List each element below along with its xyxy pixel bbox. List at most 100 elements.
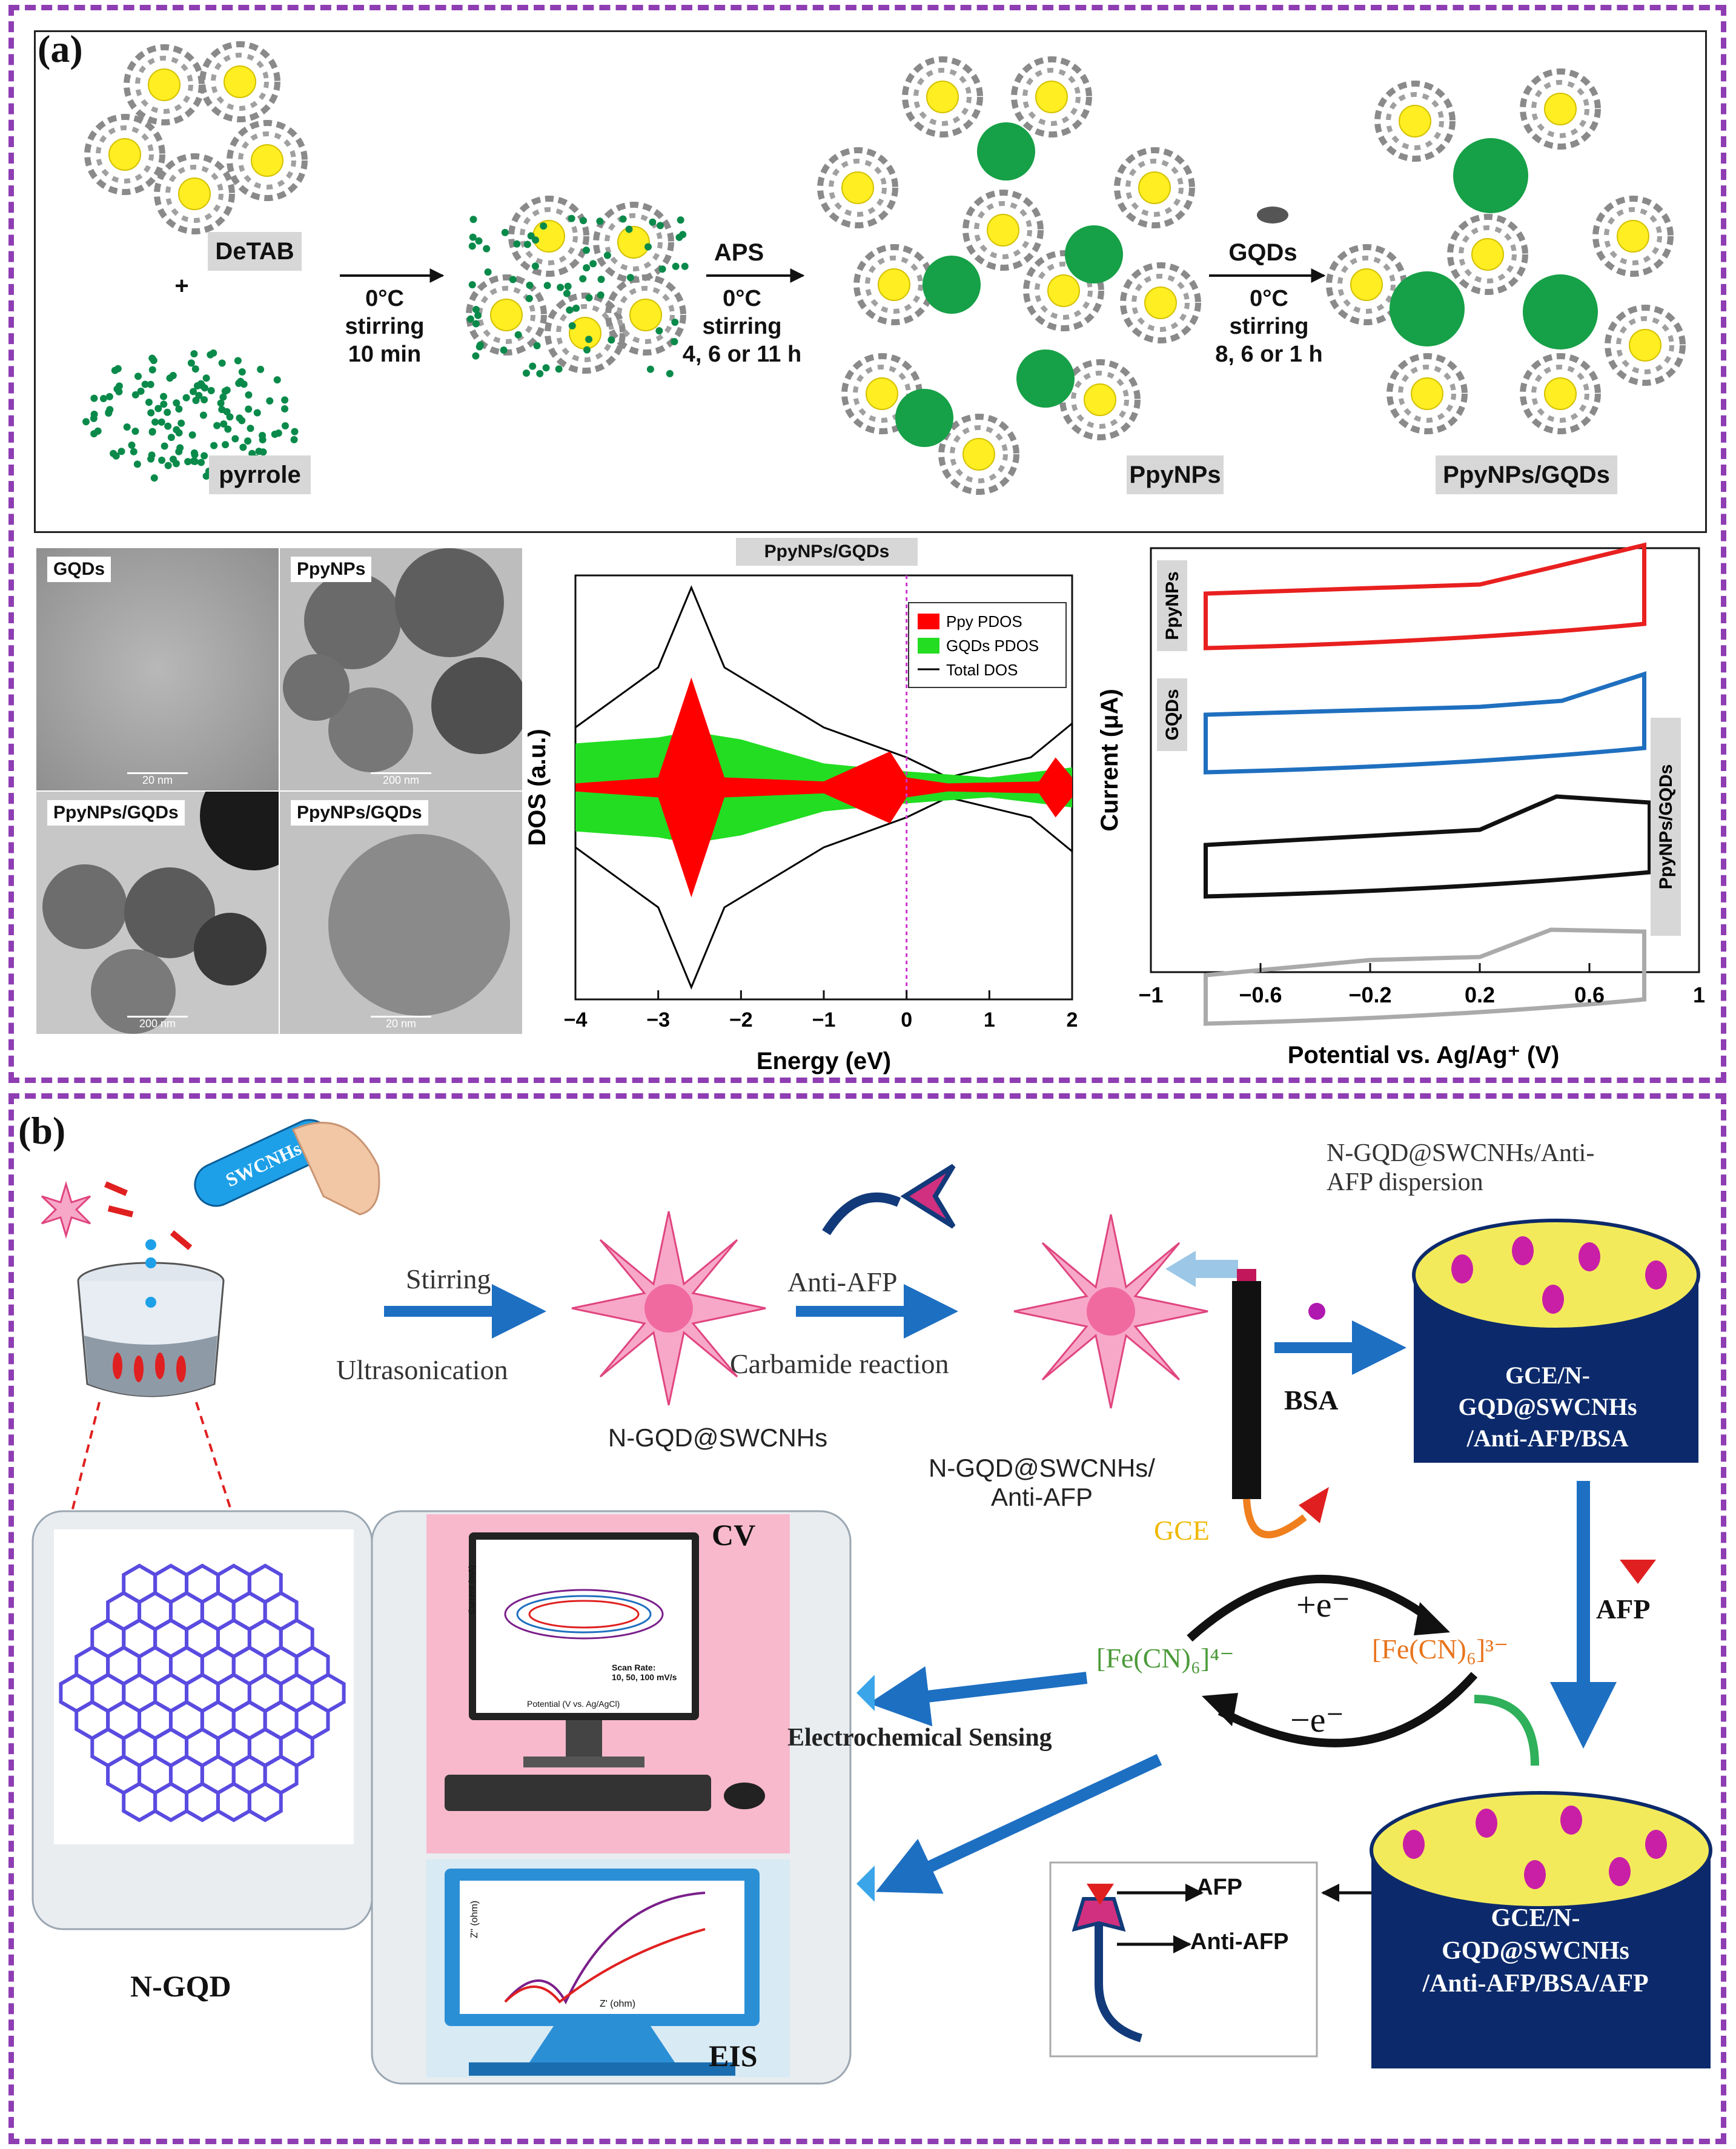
tem-ppynps-gqds-low: PpyNPs/GQDs 200 nm [36,792,279,1034]
condition-step-2: 0°C stirring 4, 6 or 11 h [660,285,824,368]
legend-ppy: Ppy PDOS [946,612,1022,631]
dos-ylabel: DOS (a.u.) [524,729,551,846]
tem-title-ppynps: PpyNPs [291,557,371,582]
dos-legend: Ppy PDOS GQDs PDOS Total DOS [909,603,1066,687]
dos-xtick: 2 [1067,1008,1078,1031]
intermediate-mixture [467,199,689,377]
legend-total: Total DOS [946,661,1018,679]
red-dashes [105,1184,190,1248]
star-conjugate [1014,1214,1208,1408]
swcnh-star-icon [42,1184,90,1236]
label-plus: + [167,273,197,300]
redox-arrow-bottom [1220,1675,1474,1743]
cv-screen-xlabel: Potential (V vs. Ag/AgCl) [527,1699,620,1709]
dos-xtick: 0 [901,1008,912,1031]
label-anti-afp: Anti-AFP [787,1266,897,1298]
label-ngqd-swcnhs: N-GQD@SWCNHs [554,1423,881,1452]
label-bsa: BSA [1284,1384,1338,1416]
label-conjugate: N-GQD@SWCNHs/ Anti-AFP [884,1454,1199,1512]
label-sensing: Electrochemical Sensing [787,1723,1052,1752]
legend-label-anti-afp: Anti-AFP [1190,1929,1317,1955]
scalebar-tr: 200 nm [371,772,431,787]
cv-chart: PpyNPs GQDs PpyNPs/GQDs −1 −0.6 −0.2 0.2 0.6… [1084,542,1708,1081]
label-detab: DeTAB [208,232,302,271]
label-gce: GCE [1154,1514,1210,1546]
label-plus-e: +e⁻ [1296,1584,1350,1625]
cv-label-gqds: GQDs [1162,689,1182,740]
dos-xtick: 1 [984,1008,995,1031]
cv-xtick: −0.6 [1239,982,1282,1007]
label-product: PpyNPs/GQDs [1436,455,1617,494]
afp-triangle-icon [1620,1560,1656,1584]
tem-gqds: GQDs 20 nm [36,548,279,790]
cv-xtick: 0.6 [1574,982,1605,1007]
cv-series-3 [1206,930,1645,1024]
legend-swatch-gqds [918,638,939,654]
label-electrode-1: GCE/N- GQD@SWCNHs /Anti-AFP/BSA [1411,1360,1684,1454]
cv-screen-ylabel: Current (mA) [466,1565,476,1614]
dos-xtick: −2 [729,1008,753,1031]
eis-screen-xlabel: Z' (ohm) [600,1999,635,2010]
label-pyrrole: pyrrole [209,455,311,494]
tem-high-particle [280,792,522,1034]
dos-xtick: −1 [812,1008,836,1031]
ppynps-gqds-cluster [1329,71,1683,431]
label-dispersion: N-GQD@SWCNHs/Anti- AFP dispersion [1327,1139,1594,1197]
cv-screen-note: Scan Rate: 10, 50, 100 mV/s [612,1663,677,1682]
cv-xtick: −1 [1138,982,1163,1007]
cv-series-2 [1206,796,1650,896]
label-stirring: Stirring [406,1263,491,1295]
dos-xtick: −3 [646,1008,670,1031]
legend-gqds: GQDs PDOS [946,637,1039,655]
gqds-reagent-icon [1257,207,1288,224]
cv-xtick: 0.2 [1465,982,1495,1007]
label-ppynps: PpyNPs [1127,455,1224,494]
cv-ylabel: Current (μA) [1096,689,1123,832]
dos-chart: Ppy PDOS GQDs PDOS Total DOS −4−3−2−1012… [521,566,1090,1081]
dos-xlabel: Energy (eV) [757,1048,891,1074]
beaker-icon [78,1239,224,1396]
label-gqds-reagent: GQDs [1224,239,1302,267]
scalebar-tl: 20 nm [127,772,188,787]
cv-plot-frame [1151,548,1699,972]
label-eis: EIS [709,2038,758,2073]
condition-step-3: 0°C stirring 8, 6 or 1 h [1193,285,1345,368]
tem-ppynps: PpyNPs 200 nm [280,548,522,790]
label-cv: CV [712,1517,755,1552]
tem-title-ppynps-gqds-1: PpyNPs/GQDs [47,800,185,826]
label-fe4: [Fe(CN)₆]⁴⁻ [1096,1641,1234,1674]
label-electrode-2: GCE/N- GQD@SWCNHs /Anti-AFP/BSA/AFP [1366,1902,1705,2000]
legend-swatch-ppy [918,614,939,629]
ppynps-cluster [820,59,1198,492]
label-aps: APS [709,239,769,267]
label-afp: AFP [1596,1593,1650,1625]
hand-icon [293,1123,379,1214]
label-fe3: [Fe(CN)₆]³⁻ [1372,1632,1508,1665]
label-ultrasonication: Ultrasonication [336,1354,508,1386]
tem-title-gqds: GQDs [47,557,111,582]
cv-series-0 [1206,545,1645,648]
tem-ppynps-blobs [280,548,522,790]
eis-screen-ylabel: Z'' (ohm) [469,1901,480,1938]
scalebar-bl: 200 nm [127,1016,188,1030]
antibody-head-icon [905,1166,953,1227]
label-carbamide: Carbamide reaction [730,1348,949,1380]
green-arrow [1474,1699,1535,1766]
antibody-icon [826,1197,899,1233]
cv-xtick: 1 [1693,982,1705,1007]
cv-xtick: −0.2 [1348,982,1391,1007]
label-ngqd: N-GQD [130,1969,231,2004]
dos-header: PpyNPs/GQDs [736,538,918,566]
tem-ppynps-gqds-high: PpyNPs/GQDs 20 nm [280,792,522,1034]
cv-label-composite: PpyNPs/GQDs [1656,764,1676,890]
cv-series-1 [1206,674,1645,772]
condition-step-1: 0°C stirring 10 min [315,285,454,368]
cv-xlabel: Potential vs. Ag/Ag⁺ (V) [1288,1042,1560,1068]
tem-low-blobs [36,792,279,1034]
dos-series-0 [575,678,1072,898]
arrow-to-cv [881,1678,1087,1702]
cv-label-ppynps: PpyNPs [1162,571,1182,640]
legend-label-afp: AFP [1196,1875,1263,1901]
label-minus-e: −e⁻ [1290,1699,1344,1740]
